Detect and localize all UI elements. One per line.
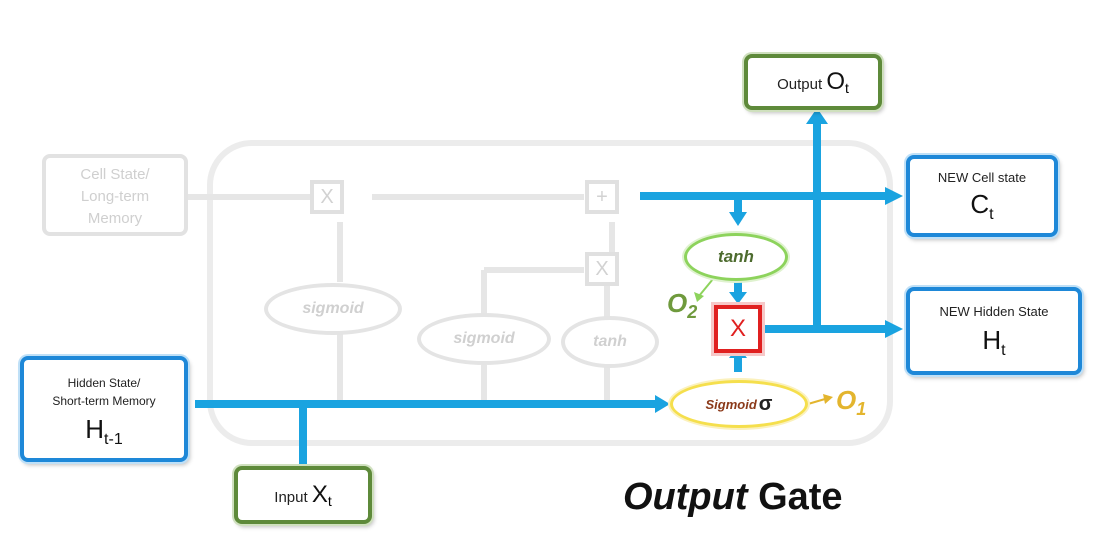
- new-hidden-state-label: NEW Hidden State: [939, 304, 1049, 319]
- cell-state-input-label: Cell State/ Long-term Memory: [80, 166, 150, 227]
- o1-connector: [807, 398, 826, 405]
- hidden-state-input-box: Hidden State/ Short-term Memory Ht-1: [20, 356, 188, 462]
- new-cell-state-label: NEW Cell state: [937, 170, 1027, 185]
- input-box: Input Xt: [234, 466, 372, 524]
- hidden-state-input-label: Hidden State/ Short-term Memory: [52, 376, 156, 408]
- input-multiply-gate: X: [585, 252, 619, 286]
- h-new-letter: H: [982, 325, 1002, 355]
- o1-symbol: O: [836, 385, 857, 415]
- o2-symbol: O: [667, 288, 688, 318]
- input-sigmoid: sigmoid: [417, 313, 551, 365]
- input-subscript: t: [327, 493, 332, 510]
- lstm-cell-outline: [207, 140, 893, 446]
- o2-connector: [698, 278, 714, 297]
- forget-multiply-gate: X: [310, 180, 344, 214]
- c-letter: C: [970, 189, 990, 219]
- output-symbol: O: [826, 68, 845, 95]
- output-multiply-gate: X: [714, 305, 762, 353]
- o1-label: O1: [836, 385, 866, 420]
- new-hidden-state-symbol: Ht: [910, 325, 1078, 360]
- o1-subscript: 1: [856, 399, 867, 420]
- hidden-state-input-symbol: Ht-1: [24, 414, 184, 449]
- arrowheads: [655, 108, 903, 413]
- h-prev-subscript: t-1: [104, 431, 123, 449]
- faded-connections: [188, 194, 615, 404]
- o2-label: O2: [667, 288, 697, 323]
- input-tanh-label: tanh: [593, 333, 627, 350]
- input-sigmoid-label: sigmoid: [453, 330, 515, 347]
- cell-add-gate: +: [585, 180, 619, 214]
- sigma-symbol: σ: [758, 392, 773, 415]
- output-box: Output Ot: [744, 54, 882, 110]
- o2-subscript: 2: [687, 302, 698, 323]
- input-label: Input: [274, 489, 312, 506]
- c-subscript: t: [989, 206, 994, 224]
- new-cell-state-symbol: Ct: [910, 189, 1054, 224]
- forget-sigmoid-label: sigmoid: [302, 300, 364, 317]
- forget-sigmoid: sigmoid: [264, 283, 402, 335]
- title-italic: Output: [623, 476, 748, 518]
- diagram-title: Output Gate: [623, 476, 843, 519]
- output-sigmoid: Sigmoid σ: [670, 380, 808, 428]
- output-tanh: tanh: [684, 233, 788, 281]
- cell-state-input-box: Cell State/ Long-term Memory: [42, 154, 188, 236]
- input-symbol: X: [311, 481, 328, 508]
- h-prev-letter: H: [85, 414, 105, 444]
- h-new-subscript: t: [1001, 342, 1006, 360]
- output-label: Output: [777, 76, 827, 93]
- output-tanh-label: tanh: [718, 247, 754, 266]
- new-hidden-state-box: NEW Hidden State Ht: [906, 287, 1082, 375]
- new-cell-state-box: NEW Cell state Ct: [906, 155, 1058, 237]
- title-rest: Gate: [747, 476, 843, 518]
- output-sigmoid-label: Sigmoid: [705, 396, 757, 412]
- output-subscript: t: [844, 80, 849, 97]
- input-tanh: tanh: [561, 316, 659, 368]
